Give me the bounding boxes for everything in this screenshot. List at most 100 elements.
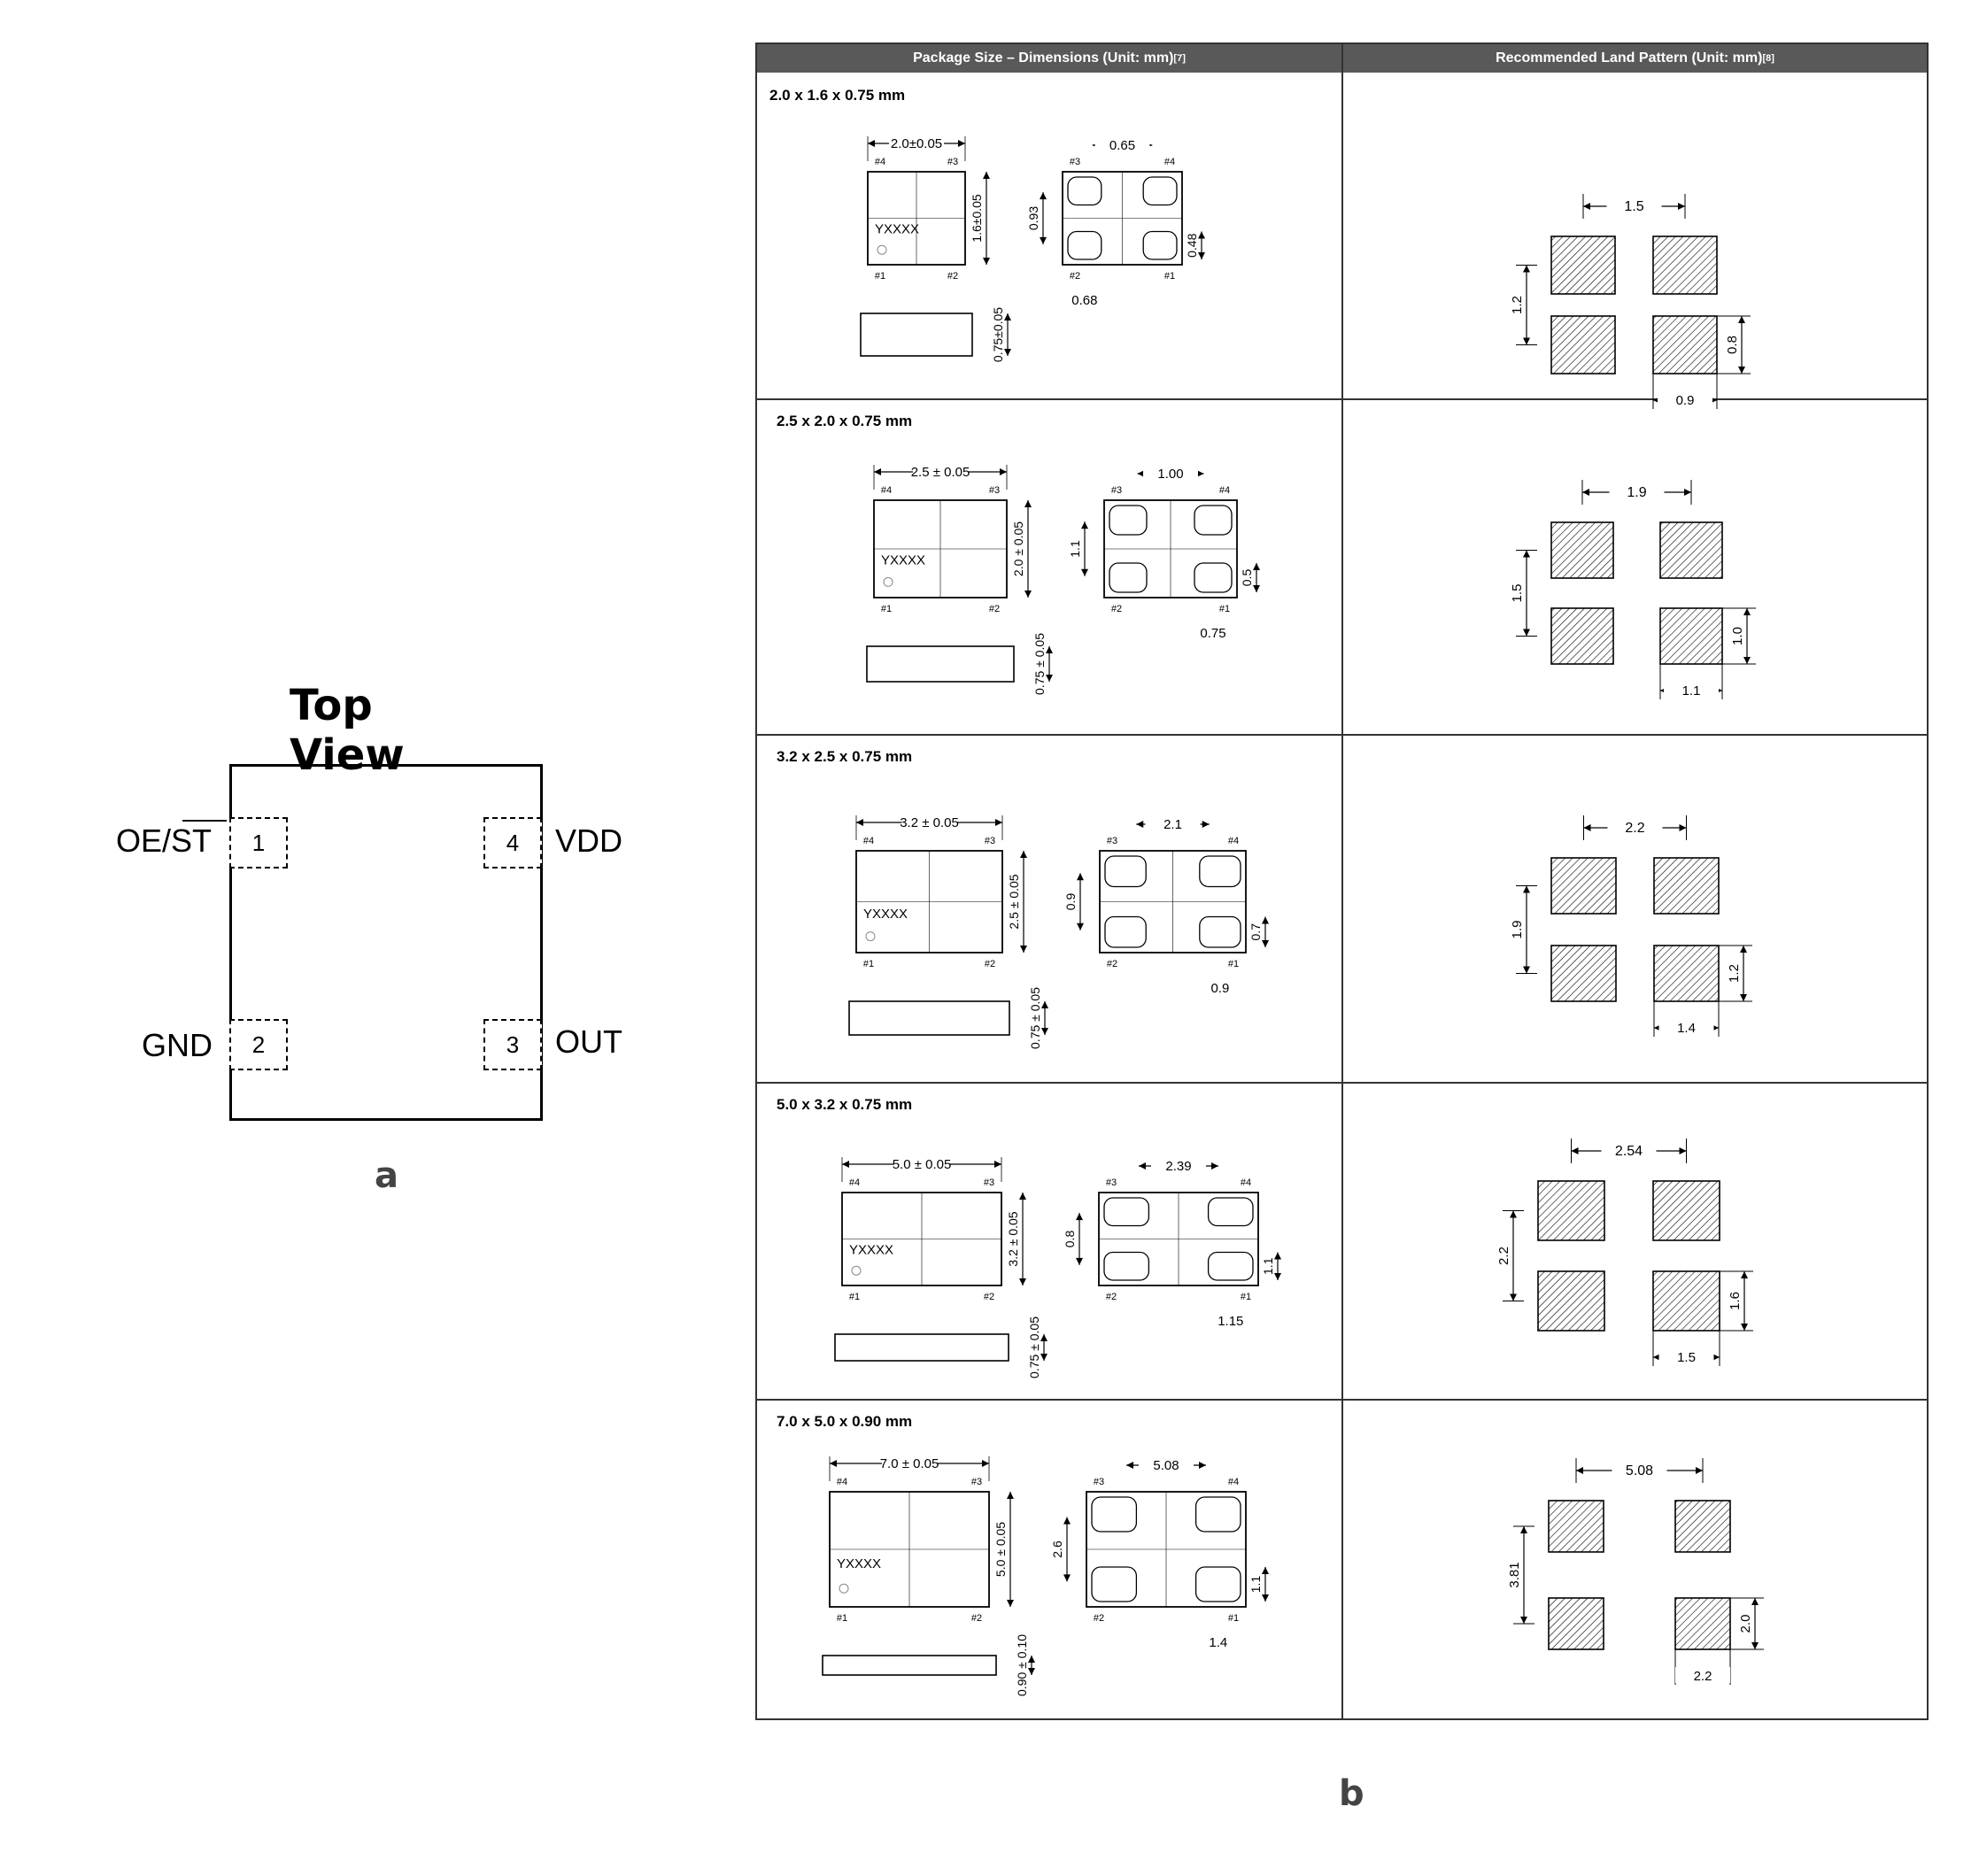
- land-pad-width-dim-label-bg: [1675, 1667, 1730, 1683]
- land-pitch-x-dim-arrow-right: [1678, 203, 1685, 210]
- pin-1-pad: 1: [229, 817, 288, 869]
- package-drawing: YXXXX#4#3#1#22.5 ± 0.052.0 ± 0.050.75 ± …: [866, 463, 1260, 695]
- pad-height-dim-arrow-bottom: [1253, 585, 1260, 592]
- pin-mark-1: #1: [881, 604, 892, 614]
- pin-mark-2: #2: [985, 959, 995, 969]
- land-pad: [1653, 945, 1720, 1002]
- land-pitch-x-dim-arrow-right: [1696, 1467, 1703, 1474]
- pin-mark-4: #4: [863, 836, 874, 846]
- land-pad-width-dim-label-bg: [1658, 1348, 1714, 1364]
- bottom-pin-mark-2: #2: [1070, 271, 1080, 282]
- pad-pitch-dim-label: 1.00: [1157, 467, 1183, 482]
- land-pitch-x-dim-arrow-left: [1583, 824, 1591, 831]
- land-pad: [1652, 1180, 1720, 1241]
- bottom-pad: [1194, 505, 1233, 536]
- bottom-pin-mark-2: #2: [1094, 1613, 1104, 1624]
- length-dim-arrow-left: [842, 1161, 849, 1168]
- land-pitch-x-dim-arrow-left: [1576, 1467, 1583, 1474]
- land-pitch-x-dim-arrow-left: [1571, 1147, 1579, 1154]
- pad-pitch-dim-label: 0.65: [1109, 138, 1135, 153]
- package-side-outline: [866, 645, 1015, 683]
- marking-text: YXXXX: [863, 907, 908, 922]
- marking-text: YXXXX: [837, 1556, 881, 1571]
- height-dim-arrow-bottom: [1041, 1028, 1048, 1035]
- land-pad-height-dim-arrow-top: [1743, 608, 1751, 615]
- package-size-label: 2.5 x 2.0 x 0.75 mm: [777, 413, 913, 429]
- land-pad: [1550, 315, 1616, 374]
- active-low-overline: [182, 820, 227, 822]
- length-dim-label-bg: [901, 814, 957, 830]
- pad-pitch-dim-arrow-right: [1199, 1462, 1206, 1469]
- pin-mark-4: #4: [849, 1177, 860, 1188]
- bottom-pad: [1207, 1251, 1254, 1281]
- pin-4-number: 4: [506, 829, 520, 856]
- pad-width-dim-label: 0.68: [1071, 293, 1097, 308]
- pad-vert-dim-label: 2.6: [1050, 1540, 1064, 1558]
- row-divider: [757, 734, 1927, 736]
- width-dim-arrow-top: [983, 172, 990, 179]
- height-dim-label: 0.90 ± 0.10: [1015, 1634, 1029, 1696]
- land-pad-height-dim-arrow-bottom: [1741, 1324, 1748, 1331]
- pin1-dot: [839, 1583, 849, 1594]
- bottom-pin-mark-2: #2: [1107, 959, 1117, 969]
- land-pad: [1652, 235, 1718, 295]
- land-pitch-x-dim-arrow-right: [1679, 824, 1687, 831]
- height-dim-arrow-bottom: [1040, 1354, 1047, 1361]
- pad-height-dim-arrow-top: [1262, 1567, 1269, 1574]
- land-pad: [1674, 1500, 1731, 1553]
- pin-mark-1: #1: [849, 1292, 860, 1302]
- length-dim-label: 5.0 ± 0.05: [893, 1157, 952, 1172]
- bottom-pad: [1104, 915, 1147, 948]
- pad-height-dim-label: 0.7: [1248, 923, 1263, 941]
- pad-pitch-dim-arrow-right: [1202, 821, 1210, 828]
- land-pad: [1550, 521, 1614, 579]
- bottom-pad: [1207, 1197, 1254, 1227]
- pin-mark-3: #3: [984, 1177, 994, 1188]
- pin-3-name: OUT: [555, 1023, 622, 1060]
- land-pitch-y-dim-arrow-bottom: [1520, 1617, 1527, 1624]
- land-pitch-x-dim-label: 2.2: [1625, 821, 1644, 836]
- panel-b-letter: b: [1339, 1773, 1364, 1814]
- land-pad: [1550, 857, 1617, 915]
- land-pad: [1550, 945, 1617, 1002]
- length-dim-arrow-left: [868, 140, 875, 147]
- row-divider: [757, 1399, 1927, 1401]
- land-pattern-drawing: 1.91.51.01.1: [1510, 480, 1756, 699]
- pin-2-pad: 2: [229, 1019, 288, 1070]
- pad-width-dim-label: 0.75: [1200, 626, 1225, 641]
- bottom-pin-mark-2: #2: [1106, 1292, 1117, 1302]
- height-dim-label: 0.75 ± 0.05: [1027, 1316, 1041, 1378]
- land-pad-width-dim-label: 1.1: [1682, 683, 1701, 699]
- panel-a-top-view: Top View 1 4 2 3 OE/ST VDD GND OUT a: [0, 0, 761, 1876]
- land-pitch-x-dim-arrow-right: [1684, 489, 1691, 496]
- pad-height-dim-label: 0.5: [1240, 569, 1254, 587]
- land-pad-height-dim-arrow-top: [1751, 1598, 1759, 1605]
- pad-width-dim-label: 1.15: [1218, 1314, 1243, 1329]
- land-pitch-y-dim-arrow-bottom: [1510, 1293, 1517, 1301]
- height-dim-arrow-bottom: [1004, 349, 1011, 356]
- row-divider: [757, 398, 1927, 400]
- length-dim-arrow-left: [856, 819, 863, 826]
- land-pad-width-dim-label-bg: [1664, 682, 1719, 698]
- pad-pitch-dim-arrow-left: [1136, 821, 1144, 828]
- column-divider: [1341, 44, 1343, 1720]
- width-dim-label: 3.2 ± 0.05: [1006, 1211, 1020, 1266]
- land-pad: [1550, 607, 1614, 665]
- land-pitch-y-dim-label: 1.5: [1510, 584, 1525, 603]
- land-pad-height-dim-label: 2.0: [1738, 1615, 1753, 1633]
- height-dim-arrow-top: [1041, 1001, 1048, 1008]
- bottom-pin-mark-4: #4: [1241, 1177, 1251, 1188]
- land-pad-width-dim-label: 0.9: [1676, 393, 1695, 408]
- bottom-pin-mark-2: #2: [1111, 604, 1122, 614]
- land-pad-height-dim-label: 0.8: [1725, 336, 1740, 354]
- pad-height-dim-arrow-top: [1253, 563, 1260, 570]
- pin-4-name: VDD: [555, 822, 623, 859]
- land-pad: [1653, 857, 1720, 915]
- pad-pitch-dim-label-bg: [1151, 1157, 1206, 1173]
- pad-vert-dim-arrow-bottom: [1040, 236, 1047, 244]
- length-dim-label-bg: [882, 1455, 937, 1471]
- width-dim-arrow-top: [1007, 1492, 1014, 1499]
- package-size-label: 5.0 x 3.2 x 0.75 mm: [777, 1096, 913, 1113]
- length-dim-label-bg: [889, 135, 944, 151]
- land-pad-height-dim-arrow-bottom: [1743, 657, 1751, 664]
